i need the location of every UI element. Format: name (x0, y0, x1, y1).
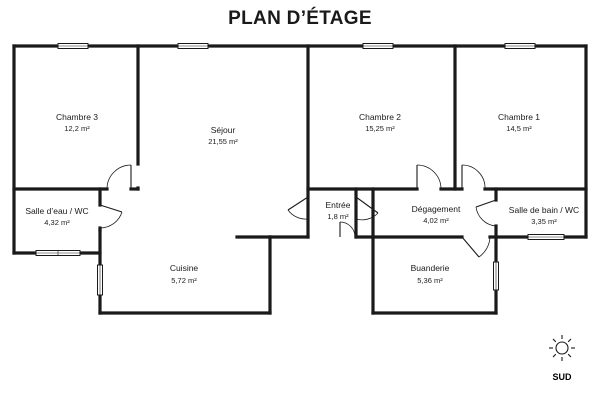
compass: SUD (549, 335, 575, 382)
room-area-chambre3: 12,2 m² (64, 124, 90, 133)
room-labels: Chambre 3 12,2 m² Séjour 21,55 m² Chambr… (25, 112, 579, 285)
plan-title: PLAN D’ÉTAGE (228, 8, 372, 29)
room-name-chambre1: Chambre 1 (498, 112, 540, 122)
room-name-salle-eau: Salle d’eau / WC (25, 206, 88, 216)
room-area-buanderie: 5,36 m² (417, 276, 443, 285)
door-entree-inner (355, 196, 379, 221)
door-chambre2 (416, 164, 442, 190)
room-name-chambre3: Chambre 3 (56, 112, 98, 122)
sun-icon (549, 335, 575, 361)
door-buanderie (461, 236, 491, 258)
room-area-cuisine: 5,72 m² (171, 276, 197, 285)
room-name-cuisine: Cuisine (170, 263, 199, 273)
door-chambre1 (461, 164, 486, 190)
windows (35, 43, 565, 296)
room-name-salle-bain: Salle de bain / WC (509, 205, 579, 215)
room-name-sejour: Séjour (211, 125, 236, 135)
room-area-chambre1: 14,5 m² (506, 124, 532, 133)
compass-label: SUD (552, 372, 572, 382)
room-area-chambre2: 15,25 m² (365, 124, 395, 133)
door-entree (287, 196, 309, 220)
door-salle-eau (99, 204, 123, 229)
door-salle-bain (475, 199, 497, 227)
room-area-salle-bain: 3,35 m² (531, 217, 557, 226)
room-area-entree: 1,8 m² (327, 212, 349, 221)
room-area-degagement: 4,02 m² (423, 216, 449, 225)
door-chambre3 (106, 164, 132, 190)
room-area-salle-eau: 4,32 m² (44, 218, 70, 227)
room-name-degagement: Dégagement (412, 204, 461, 214)
room-name-buanderie: Buanderie (411, 263, 450, 273)
room-name-entree: Entrée (325, 200, 350, 210)
room-name-chambre2: Chambre 2 (359, 112, 401, 122)
room-area-sejour: 21,55 m² (208, 137, 238, 146)
doors (99, 164, 497, 258)
door-entree-bottom (339, 221, 356, 238)
